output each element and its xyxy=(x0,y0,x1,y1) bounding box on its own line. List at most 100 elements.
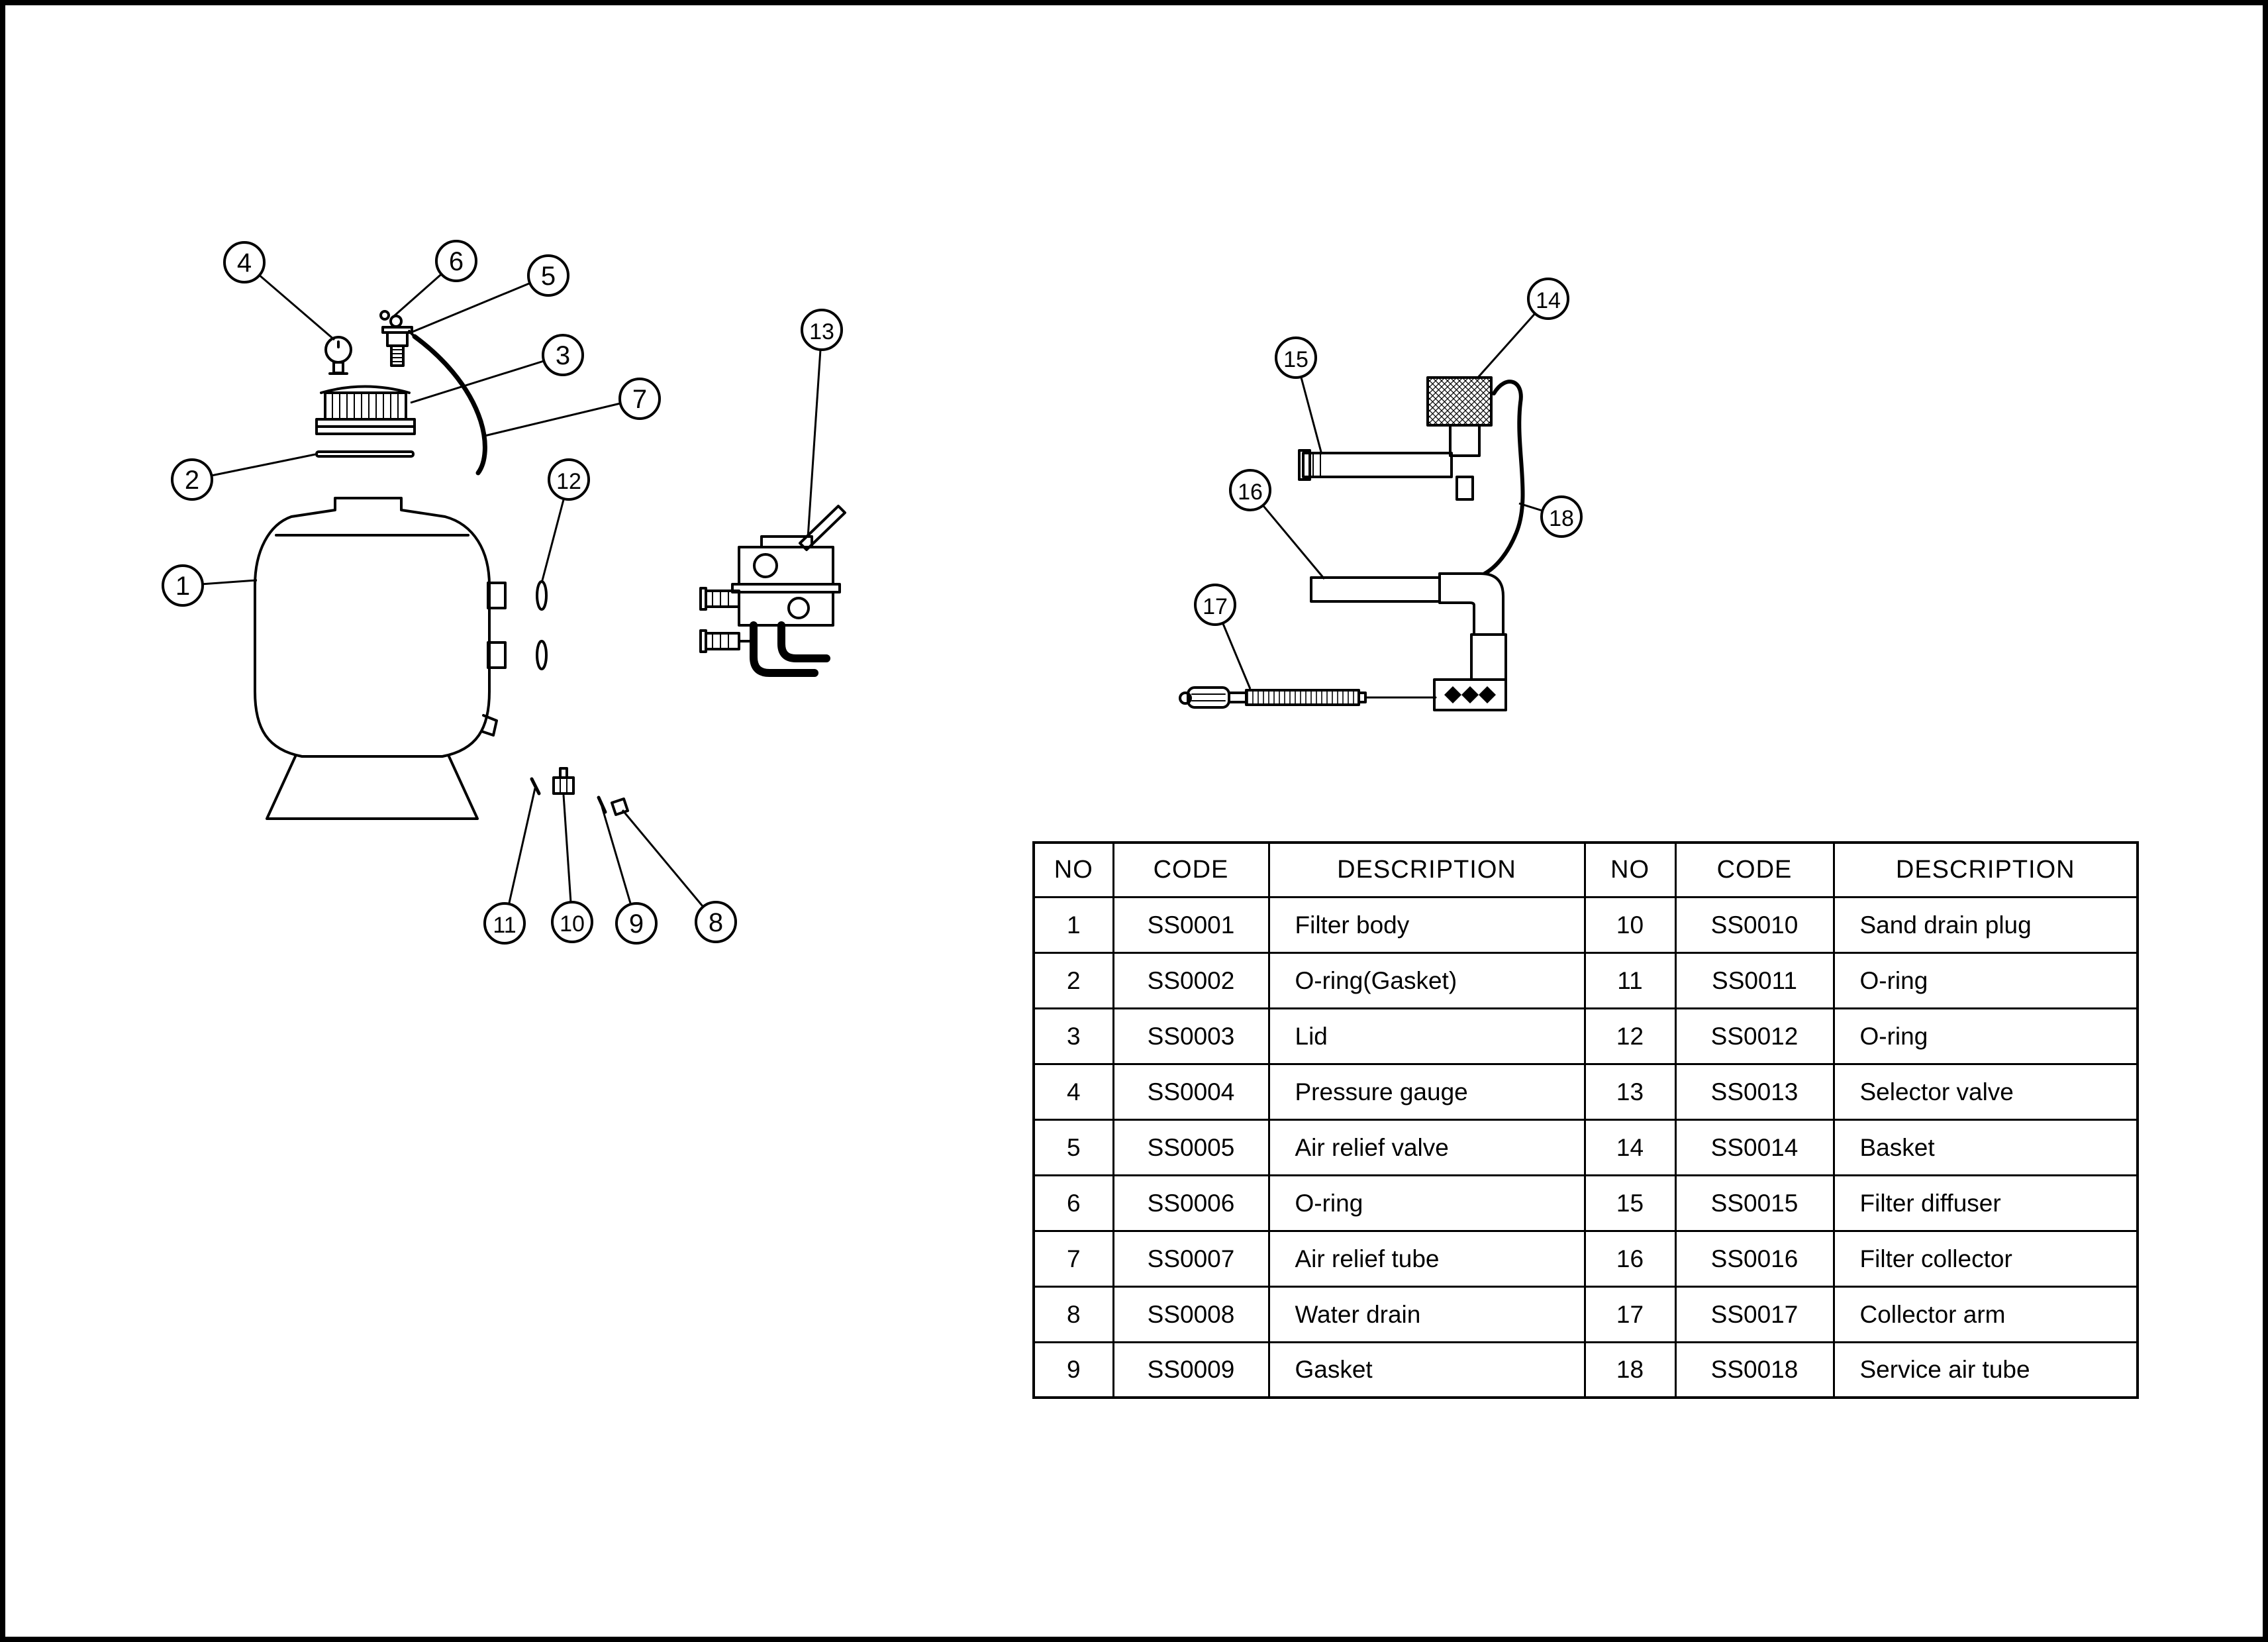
air-relief-valve-drawing xyxy=(379,310,413,367)
part-no-cell: 12 xyxy=(1583,1007,1677,1065)
svg-text:8: 8 xyxy=(709,908,723,937)
part-desc-cell: Air relief valve xyxy=(1267,1118,1586,1176)
part-desc-cell: O-ring xyxy=(1832,951,2139,1009)
part-desc-cell: Lid xyxy=(1267,1007,1586,1065)
selector-valve-drawing xyxy=(699,505,846,677)
exploded-diagram: 1 2 3 4 5 6 7 8 9 10 11 12 13 14 15 16 1… xyxy=(162,240,1583,945)
part-desc-cell: Selector valve xyxy=(1832,1062,2139,1121)
callout-8: 8 xyxy=(695,901,737,943)
part-no-cell: 16 xyxy=(1583,1229,1677,1288)
part-code-cell: SS0002 xyxy=(1112,951,1270,1009)
part-no-cell: 13 xyxy=(1583,1062,1677,1121)
part-code-cell: SS0013 xyxy=(1674,1062,1835,1121)
parts-table-header: CODE xyxy=(1674,841,1835,898)
svg-text:7: 7 xyxy=(632,385,647,414)
callout-2: 2 xyxy=(171,458,213,501)
callout-10: 10 xyxy=(551,901,593,943)
parts-table-header: DESCRIPTION xyxy=(1267,841,1586,898)
part-no-cell: 6 xyxy=(1032,1174,1114,1232)
part-code-cell: SS0003 xyxy=(1112,1007,1270,1065)
svg-text:16: 16 xyxy=(1238,480,1263,505)
callout-5: 5 xyxy=(527,254,569,297)
svg-text:13: 13 xyxy=(809,319,834,344)
callout-9: 9 xyxy=(615,902,658,945)
svg-text:9: 9 xyxy=(629,909,644,939)
parts-table-header: NO xyxy=(1583,841,1677,898)
callout-6: 6 xyxy=(435,240,477,282)
basket-drawing xyxy=(1426,376,1493,427)
part-code-cell: SS0004 xyxy=(1112,1062,1270,1121)
part-desc-cell: Gasket xyxy=(1267,1341,1586,1399)
part-code-cell: SS0014 xyxy=(1674,1118,1835,1176)
filter-collector-drawing xyxy=(1310,572,1507,711)
side-oring-drawing xyxy=(536,580,548,670)
part-code-cell: SS0017 xyxy=(1674,1285,1835,1343)
callout-balloons: 1 2 3 4 5 6 7 8 9 10 11 12 13 14 15 16 1… xyxy=(162,240,1583,945)
callout-11: 11 xyxy=(483,902,526,945)
part-no-cell: 8 xyxy=(1032,1285,1114,1343)
callout-16: 16 xyxy=(1229,469,1271,511)
filter-body-drawing xyxy=(254,497,507,820)
part-no-cell: 9 xyxy=(1032,1341,1114,1399)
svg-text:3: 3 xyxy=(556,341,570,370)
callout-13: 13 xyxy=(801,309,843,351)
callout-leader-lines xyxy=(182,260,1562,924)
callout-17: 17 xyxy=(1194,584,1236,626)
svg-text:17: 17 xyxy=(1203,594,1228,619)
part-no-cell: 18 xyxy=(1583,1341,1677,1399)
part-code-cell: SS0010 xyxy=(1674,896,1835,954)
svg-text:5: 5 xyxy=(541,262,556,291)
part-no-cell: 15 xyxy=(1583,1174,1677,1232)
pressure-gauge-drawing xyxy=(324,336,352,375)
svg-text:14: 14 xyxy=(1536,288,1561,313)
svg-text:11: 11 xyxy=(493,913,516,938)
part-code-cell: SS0008 xyxy=(1112,1285,1270,1343)
part-code-cell: SS0001 xyxy=(1112,896,1270,954)
lid-drawing xyxy=(315,385,416,435)
part-code-cell: SS0011 xyxy=(1674,951,1835,1009)
svg-text:2: 2 xyxy=(185,466,199,495)
svg-text:10: 10 xyxy=(560,911,585,937)
drain-parts-drawing xyxy=(530,767,629,816)
parts-table-header: CODE xyxy=(1112,841,1270,898)
part-desc-cell: Filter diffuser xyxy=(1832,1174,2139,1232)
svg-text:1: 1 xyxy=(175,572,190,601)
part-code-cell: SS0018 xyxy=(1674,1341,1835,1399)
part-desc-cell: Pressure gauge xyxy=(1267,1062,1586,1121)
part-no-cell: 17 xyxy=(1583,1285,1677,1343)
part-no-cell: 10 xyxy=(1583,896,1677,954)
part-desc-cell: Water drain xyxy=(1267,1285,1586,1343)
part-no-cell: 14 xyxy=(1583,1118,1677,1176)
callout-12: 12 xyxy=(548,458,590,501)
part-desc-cell: Sand drain plug xyxy=(1832,896,2139,954)
svg-text:15: 15 xyxy=(1283,347,1308,372)
callout-3: 3 xyxy=(542,334,584,376)
part-no-cell: 5 xyxy=(1032,1118,1114,1176)
svg-text:18: 18 xyxy=(1549,506,1574,531)
part-desc-cell: Collector arm xyxy=(1832,1285,2139,1343)
part-code-cell: SS0005 xyxy=(1112,1118,1270,1176)
part-no-cell: 3 xyxy=(1032,1007,1114,1065)
filter-diffuser-drawing xyxy=(1298,424,1481,501)
callout-4: 4 xyxy=(223,241,266,283)
part-code-cell: SS0016 xyxy=(1674,1229,1835,1288)
parts-table-header: DESCRIPTION xyxy=(1832,841,2139,898)
part-desc-cell: Filter body xyxy=(1267,896,1586,954)
part-no-cell: 4 xyxy=(1032,1062,1114,1121)
service-air-tube-drawing xyxy=(1483,380,1525,576)
part-no-cell: 7 xyxy=(1032,1229,1114,1288)
collector-arm-drawing xyxy=(1179,686,1437,709)
lid-oring-drawing xyxy=(315,450,415,458)
part-code-cell: SS0015 xyxy=(1674,1174,1835,1232)
parts-table-header: NO xyxy=(1032,841,1114,898)
